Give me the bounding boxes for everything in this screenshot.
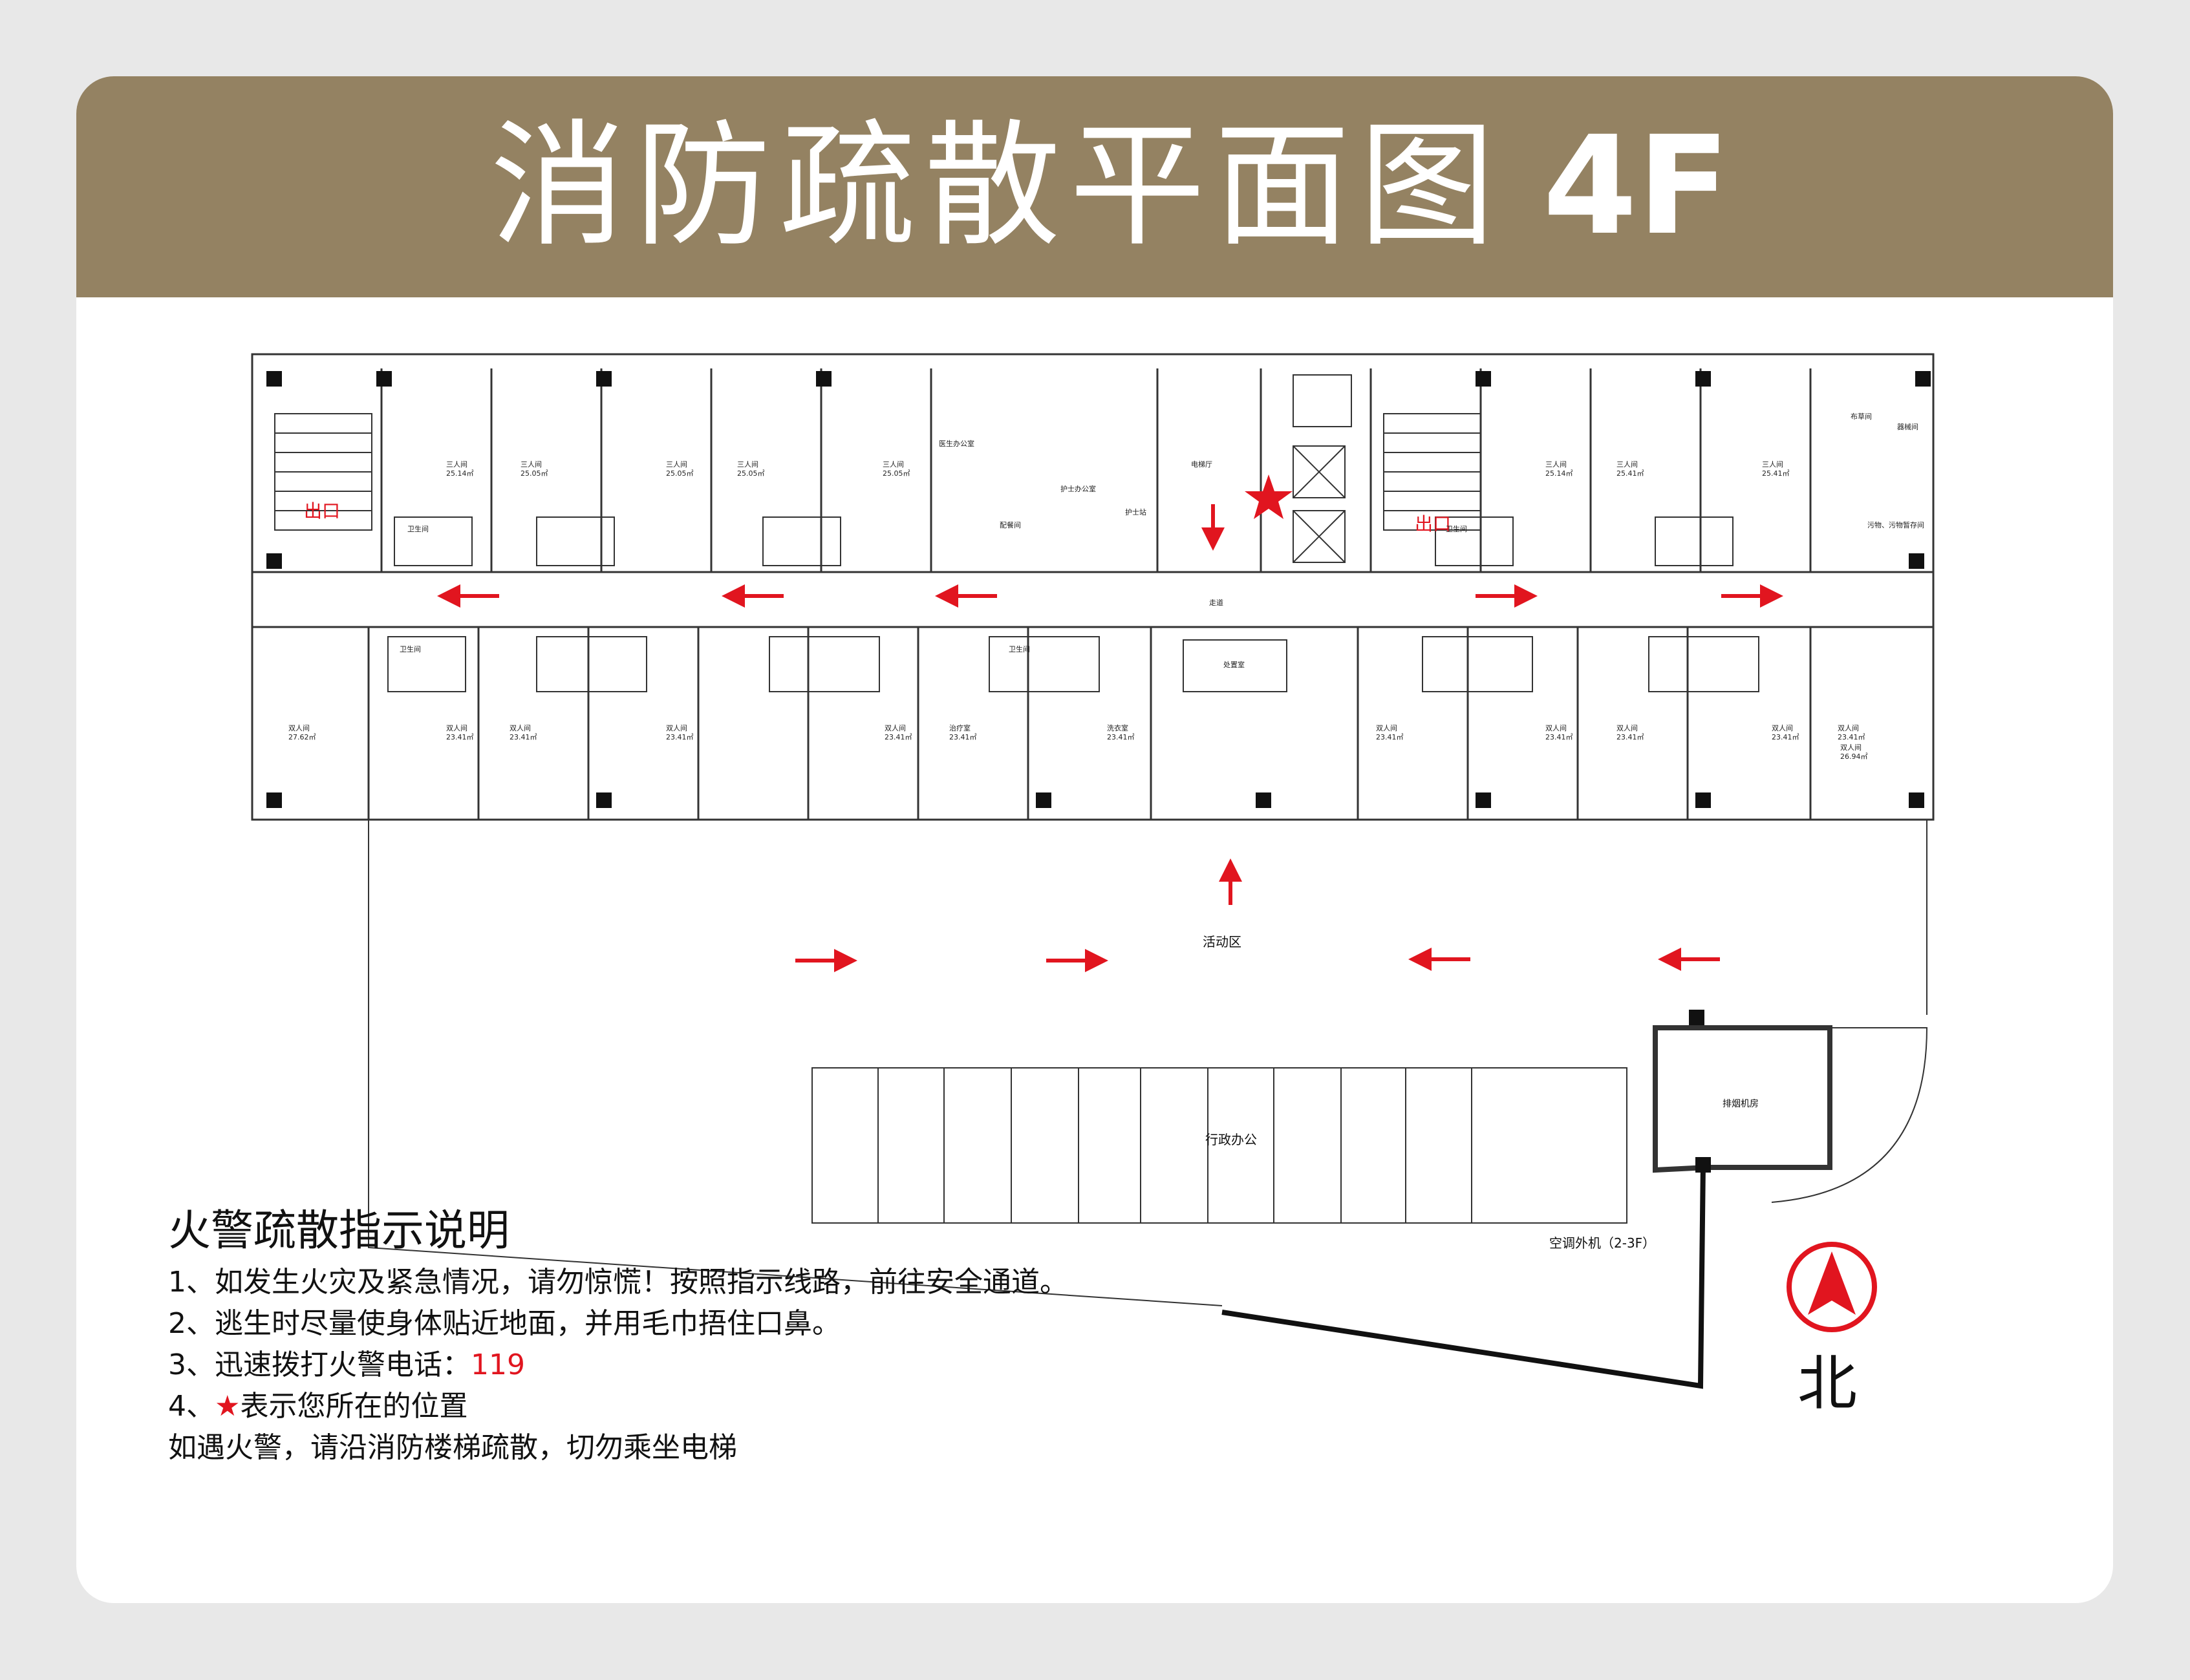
top-room-walls: [380, 368, 1812, 572]
instruction-4-text: 表示您所在的位置: [240, 1390, 468, 1423]
room-name: 双人间: [885, 724, 906, 732]
bathroom-label: 卫生间: [400, 644, 421, 654]
dispensary: 配餐间: [1000, 520, 1021, 529]
room-area: 25.05㎡: [666, 469, 694, 478]
admin-office-label: 行政办公: [1205, 1132, 1257, 1147]
disposal-room: 处置室: [1223, 660, 1245, 669]
instruction-1: 1、如发生火灾及紧急情况，请勿惊慌！按照指示线路，前往安全通道。: [168, 1266, 1068, 1299]
north-label: 北: [1798, 1349, 1858, 1418]
room-area: 25.14㎡: [446, 469, 474, 478]
sewage-room: 污物、污物暂存间: [1867, 520, 1924, 529]
room-area: 25.14㎡: [1545, 469, 1573, 478]
instructions-heading: 火警疏散指示说明: [168, 1206, 510, 1255]
room-name: 双人间: [1838, 724, 1859, 732]
room-name: 三人间: [666, 460, 687, 469]
you-are-here-star: [1245, 474, 1293, 519]
room-area: 23.41㎡: [949, 733, 977, 741]
exit-label-east: 出口: [1415, 513, 1451, 535]
stairwell-west: [274, 413, 372, 531]
room-name: 双人间: [1376, 724, 1397, 732]
room-name: 三人间: [1545, 460, 1567, 469]
room-area: 25.05㎡: [737, 469, 765, 478]
corridor: 走道: [1209, 598, 1223, 607]
instruction-4: 4、★表示您所在的位置: [168, 1386, 1068, 1427]
room-name: 双人间: [666, 724, 687, 732]
title-text: 消防疏散平面图: [490, 107, 1505, 265]
room-area: 23.41㎡: [446, 733, 474, 741]
doctor-office: 医生办公室: [939, 439, 974, 448]
equipment-room: 器械间: [1897, 422, 1918, 431]
room-name: 双人间: [1840, 743, 1862, 752]
room-name: 三人间: [1616, 460, 1638, 469]
room-area: 23.41㎡: [666, 733, 694, 741]
room-area: 23.41㎡: [1545, 733, 1573, 741]
north-compass-icon: [1787, 1242, 1877, 1332]
room-area: 23.41㎡: [510, 733, 537, 741]
instruction-2: 2、逃生时尽量使身体贴近地面，并用毛巾捂住口鼻。: [168, 1307, 841, 1340]
room-name: 三人间: [446, 460, 467, 469]
room-area: 25.41㎡: [1616, 469, 1644, 478]
bathroom-label: 卫生间: [1446, 524, 1467, 533]
room-name: 三人间: [1762, 460, 1783, 469]
smoke-room-label: 排烟机房: [1723, 1099, 1759, 1109]
room-name: 治疗室: [949, 723, 971, 732]
room-name: 三人间: [737, 460, 758, 469]
smoke-room-wall: [1653, 1025, 1832, 1173]
room-name: 双人间: [1616, 724, 1638, 732]
room-area: 23.41㎡: [1616, 733, 1644, 741]
elevator-shafts: [1293, 374, 1352, 563]
room-name: 双人间: [446, 724, 467, 732]
bathroom-label: 卫生间: [1009, 644, 1030, 654]
bottom-room-walls: [367, 627, 1812, 820]
room-area: 25.41㎡: [1762, 469, 1790, 478]
evacuation-arrows: [437, 504, 1783, 972]
exit-label-west: 出口: [304, 500, 340, 522]
room-name: 双人间: [1772, 724, 1793, 732]
room-area: 23.41㎡: [1838, 733, 1865, 741]
room-area: 23.41㎡: [1772, 733, 1799, 741]
room-name: 双人间: [288, 724, 310, 732]
room-area: 23.41㎡: [1107, 733, 1135, 741]
instructions: 火警疏散指示说明 1、如发生火灾及紧急情况，请勿惊慌！按照指示线路，前往安全通道…: [168, 1204, 1068, 1469]
bathroom-label: 卫生间: [407, 524, 429, 533]
room-name: 双人间: [510, 724, 531, 732]
star-icon: ★: [215, 1390, 241, 1423]
elevator-hall: 电梯厅: [1191, 460, 1212, 469]
nurse-office: 护士办公室: [1060, 484, 1096, 493]
activity-area-label: 活动区: [1203, 934, 1241, 950]
ac-units-label: 空调外机（2-3F）: [1549, 1235, 1655, 1251]
room-name: 三人间: [521, 460, 542, 469]
room-area: 25.05㎡: [521, 469, 548, 478]
floor-label: 4F: [1543, 107, 1730, 265]
fire-phone-number: 119: [471, 1348, 525, 1381]
building-outline: [251, 353, 1935, 821]
instruction-5: 如遇火警，请沿消防楼梯疏散，切勿乘坐电梯: [168, 1431, 737, 1464]
instruction-3-text: 3、迅速拨打火警电话：: [168, 1348, 471, 1381]
nurse-station: 护士站: [1125, 507, 1146, 516]
room-area: 23.41㎡: [885, 733, 912, 741]
room-area: 25.05㎡: [883, 469, 910, 478]
storage: 布草间: [1851, 412, 1872, 421]
room-area: 27.62㎡: [288, 733, 316, 741]
stairwell-east: [1383, 413, 1481, 531]
instruction-4-prefix: 4、: [168, 1390, 215, 1423]
admin-office-block: [811, 1067, 1627, 1224]
room-name: 三人间: [883, 460, 904, 469]
room-area: 26.94㎡: [1840, 752, 1868, 761]
room-name: 洗衣室: [1107, 723, 1128, 732]
room-area: 23.41㎡: [1376, 733, 1404, 741]
room-name: 双人间: [1545, 724, 1567, 732]
instruction-3: 3、迅速拨打火警电话：119: [168, 1345, 1068, 1386]
